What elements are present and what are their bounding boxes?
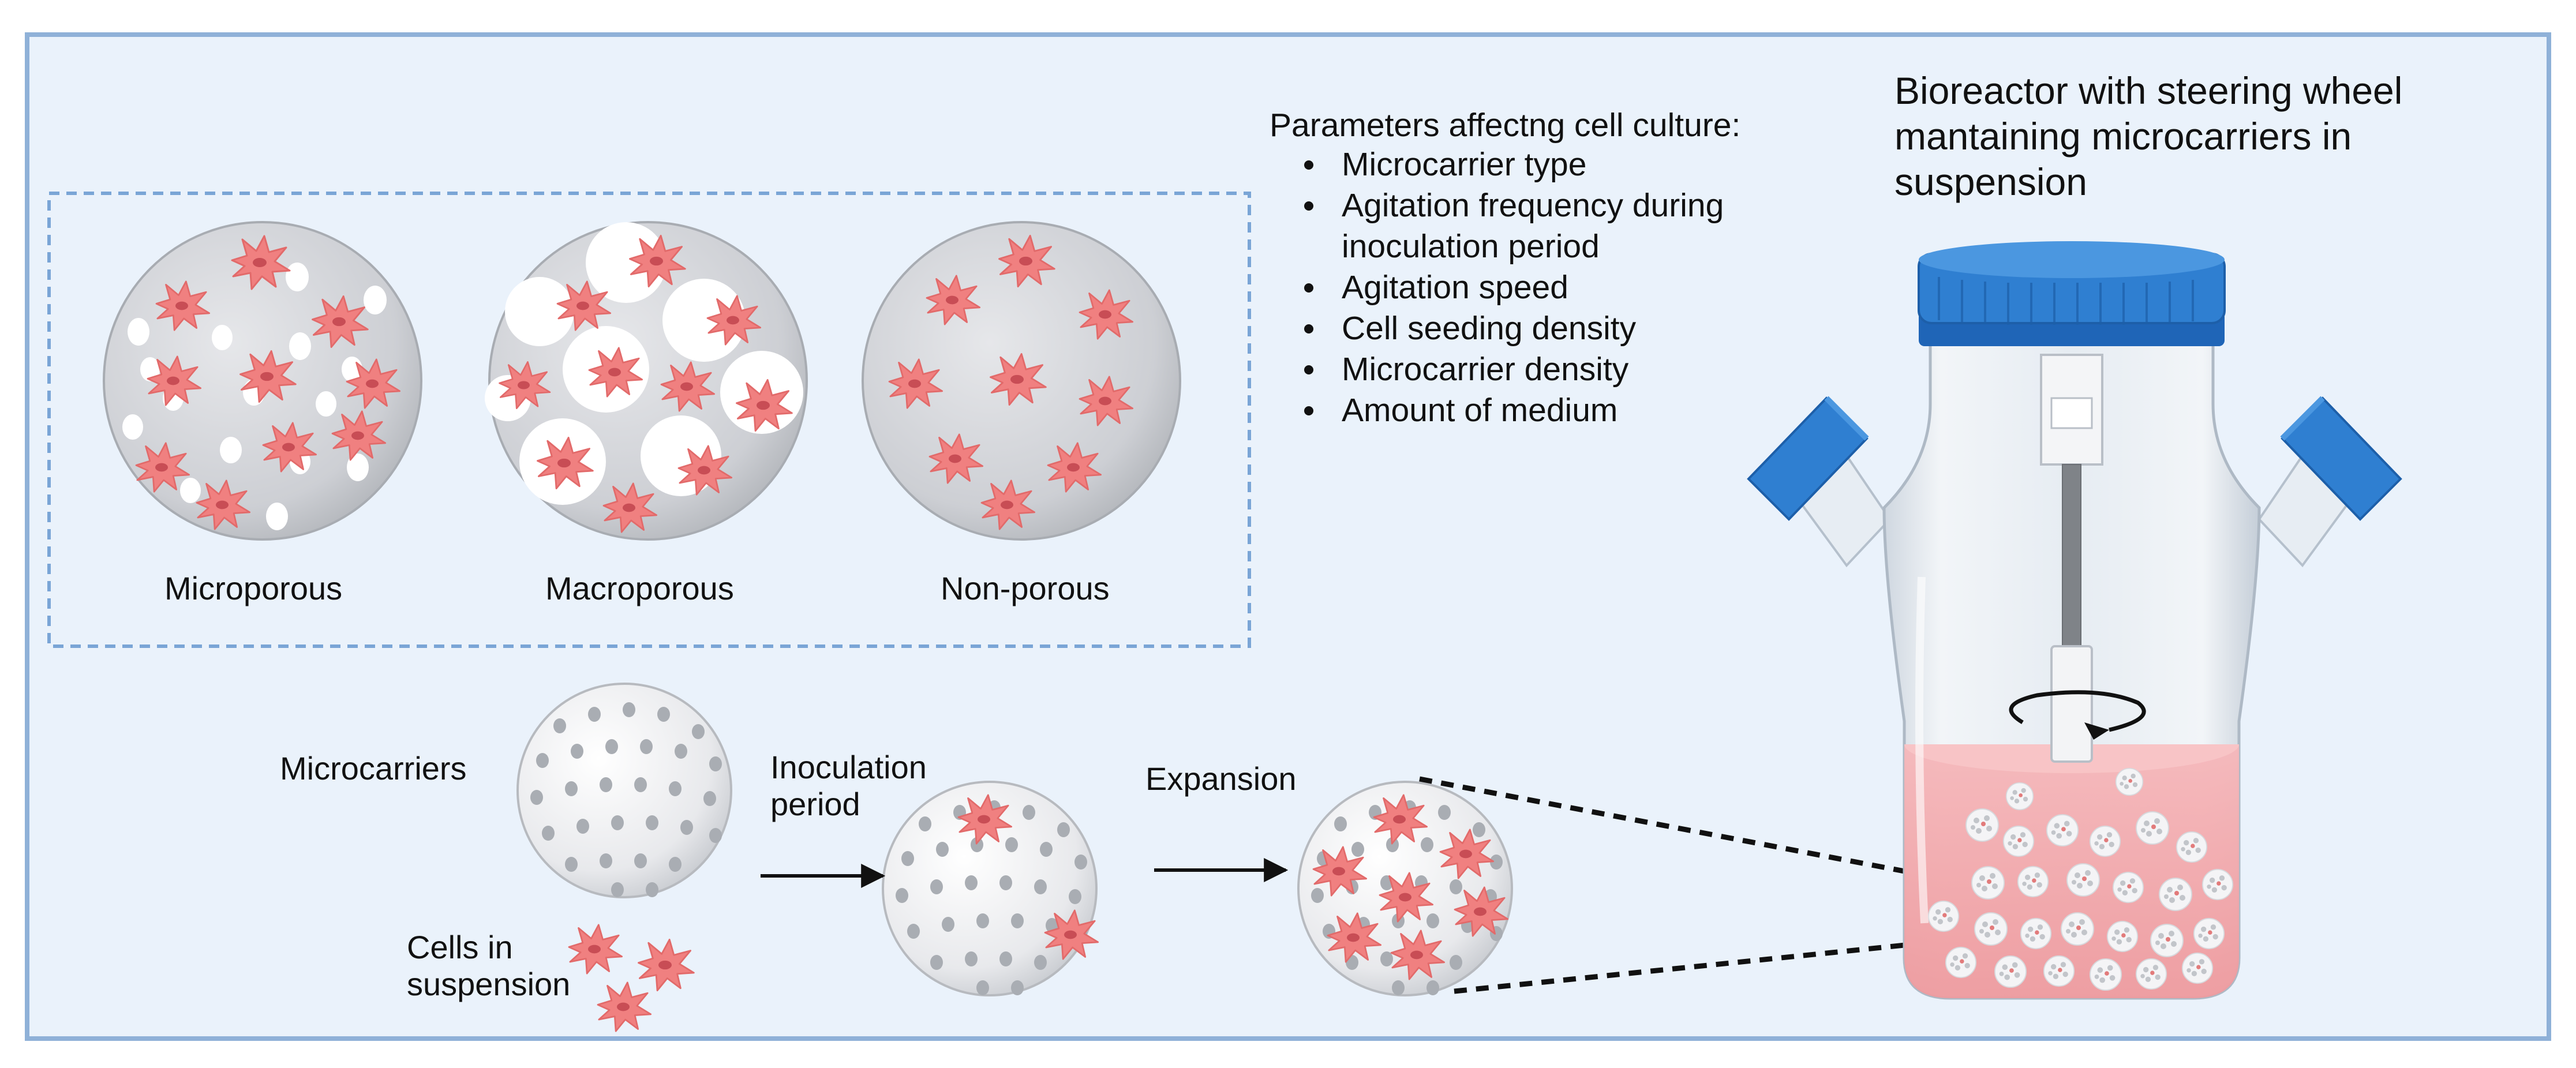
nonporous-disk <box>862 221 1181 541</box>
param-item: Agitation speed <box>1270 267 1786 308</box>
param-item: Cell seeding density <box>1270 308 1786 349</box>
inoculated-sphere <box>882 781 1099 996</box>
label-expansion: Expansion <box>1145 760 1297 797</box>
macroporous-disk <box>485 221 808 541</box>
right-side-cap <box>2280 396 2402 521</box>
microcarrier-sphere <box>516 683 732 898</box>
label-microporous: Microporous <box>164 570 343 606</box>
expanded-sphere <box>1297 781 1513 996</box>
left-side-cap <box>1747 396 1869 521</box>
label-nonporous: Non-porous <box>941 570 1110 606</box>
label-inoculation-period: Inoculation period <box>770 749 927 823</box>
label-cells-in-suspension: Cells in suspension <box>407 929 571 1003</box>
bioreactor-title: Bioreactor with steering wheel mantainin… <box>1894 69 2403 204</box>
parameters-heading: Parameters affectng cell culture: <box>1270 107 1741 144</box>
label-macroporous: Macroporous <box>545 570 734 606</box>
main-cap <box>1918 241 2226 346</box>
microporous-disk <box>103 221 422 541</box>
param-item: Agitation frequency during inoculation p… <box>1270 185 1786 267</box>
carrier-types-box <box>47 192 1251 648</box>
label-microcarriers: Microcarriers <box>280 750 467 786</box>
param-item: Microcarrier type <box>1270 144 1786 185</box>
param-item: Microcarrier density <box>1270 349 1786 390</box>
param-item: Amount of medium <box>1270 390 1786 431</box>
zoom-line-bottom <box>1454 927 2052 994</box>
parameters-list: Microcarrier type Agitation frequency du… <box>1270 144 1786 431</box>
